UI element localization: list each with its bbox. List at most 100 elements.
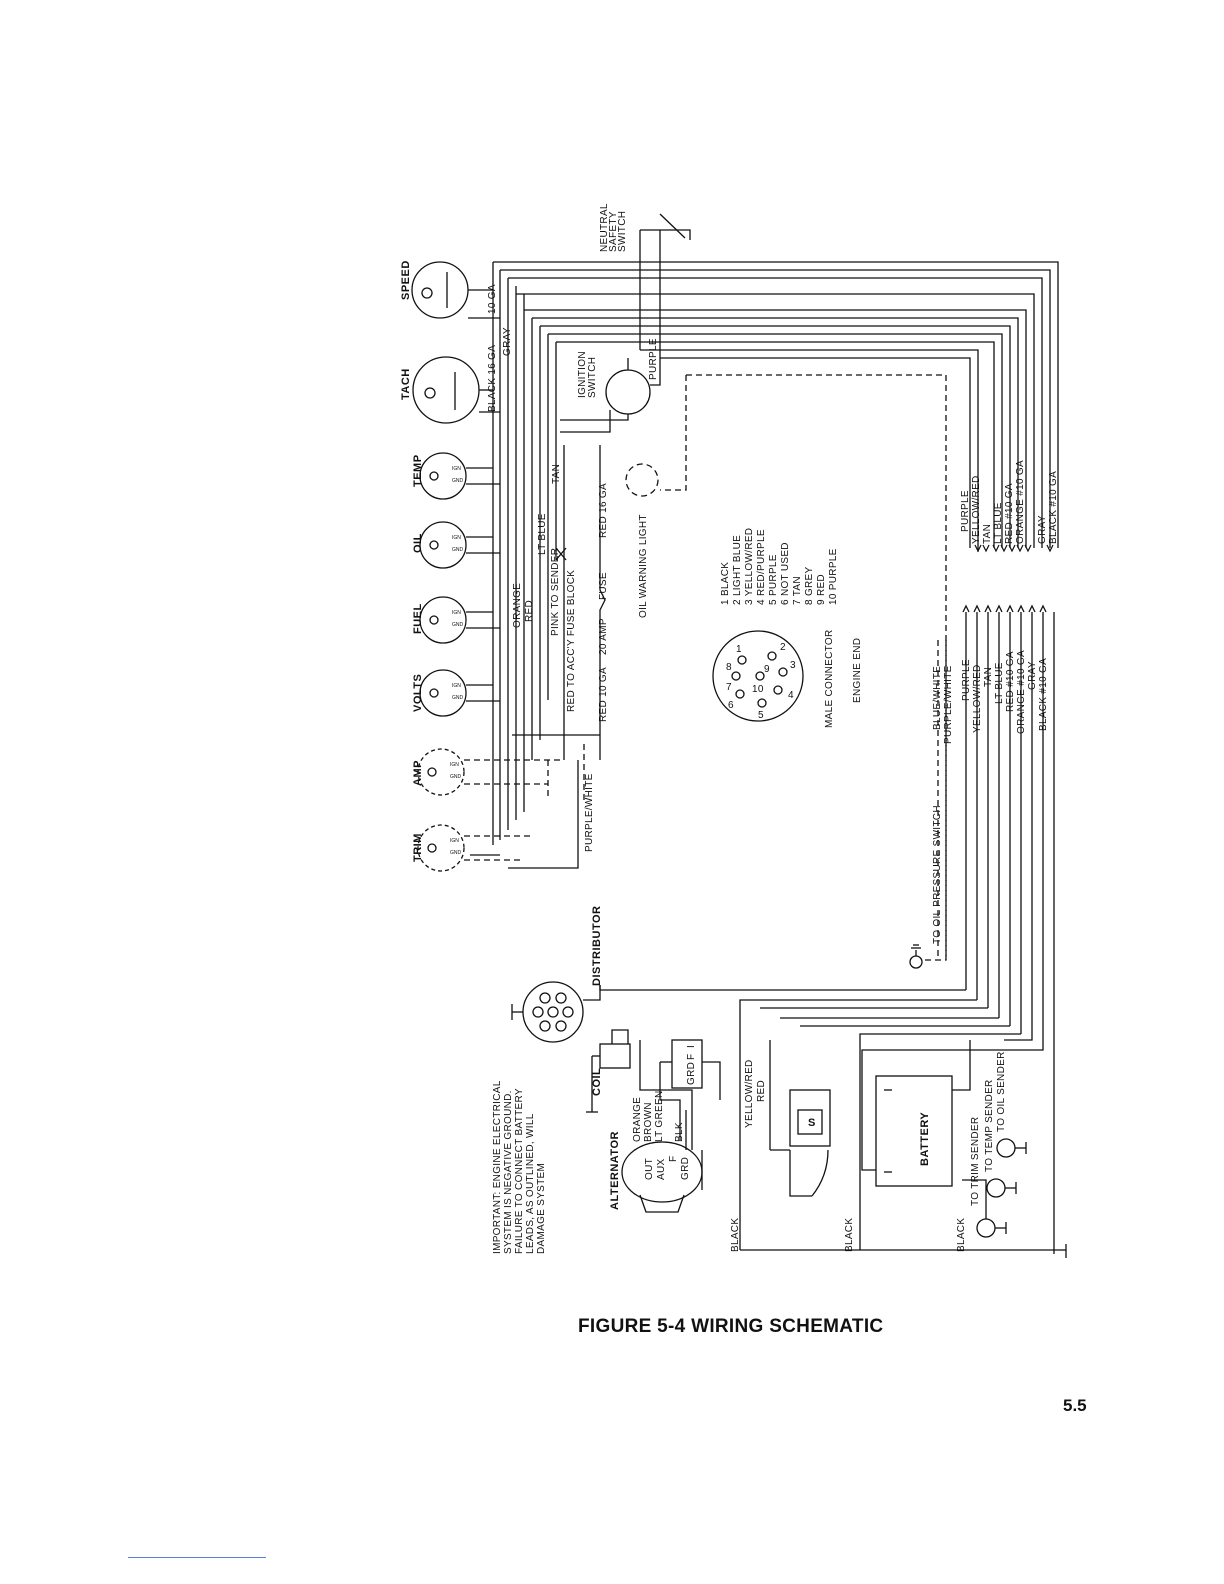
pin-legend-7: 7 TAN xyxy=(792,576,803,605)
to-oil-pressure-label: TO OIL PRESSURE SWITCH xyxy=(932,805,943,944)
temp-label: TEMP xyxy=(412,454,424,487)
fuel-gauge xyxy=(419,596,467,644)
wire-label-red-10: RED 10 GA xyxy=(598,667,609,722)
distributor-label: DISTRIBUTOR xyxy=(591,906,603,986)
alt-wire-orange: ORANGE xyxy=(632,1097,643,1142)
alt-wire-blk: BLK xyxy=(674,1122,685,1142)
trim-gauge xyxy=(417,824,465,872)
coil-label: COIL xyxy=(591,1068,603,1096)
svg-text:IGN: IGN xyxy=(452,535,461,541)
to-trim-sender-label: TO TRIM SENDER xyxy=(970,1117,981,1206)
connector-pin-9: 9 xyxy=(764,664,770,675)
harness-lower-0: BLUE/WHITE xyxy=(932,666,943,730)
neutral-safety-switch-label: NEUTRALSAFETYSWITCH xyxy=(599,203,628,252)
harness-lower-7: ORANGE #10 GA xyxy=(1016,650,1027,734)
pin-legend-2: 2 LIGHT BLUE xyxy=(732,535,743,605)
connector-title: MALE CONNECTOR xyxy=(824,630,835,728)
oil-pressure-switch xyxy=(909,944,923,969)
harness-upper xyxy=(974,544,1054,553)
speed-label: SPEED xyxy=(400,260,412,300)
figure-caption: FIGURE 5-4 WIRING SCHEMATIC xyxy=(578,1316,884,1337)
harness-upper-5: ORANGE #10 GA xyxy=(1015,460,1026,544)
harness-lower-4: TAN xyxy=(983,667,994,687)
connector-pin-5: 5 xyxy=(758,710,764,721)
svg-text:IGN: IGN xyxy=(452,610,461,616)
regulator-f-label: F xyxy=(686,1054,697,1060)
oil-label: OIL xyxy=(412,533,424,553)
svg-text:GND: GND xyxy=(452,547,464,553)
twenty-amp-label: 20 AMP xyxy=(598,618,609,655)
harness-upper-6: GRAY xyxy=(1037,515,1048,544)
pin-legend-4: 4 RED/PURPLE xyxy=(756,529,767,605)
harness-upper-0: PURPLE xyxy=(960,490,971,532)
connector-pin-6: 6 xyxy=(728,700,734,711)
connector-pin-2: 2 xyxy=(780,642,786,653)
wire-label-red: RED xyxy=(524,600,535,622)
harness-upper-7: BLACK #10 GA xyxy=(1048,471,1059,544)
svg-text:IGN: IGN xyxy=(452,683,461,689)
gauge-row xyxy=(411,261,480,872)
connector-pin-legend: 1 BLACK 2 LIGHT BLUE 3 YELLOW/RED 4 RED/… xyxy=(720,528,839,605)
engine-section xyxy=(511,981,1067,1258)
starter-solenoid-label: S xyxy=(808,1117,816,1129)
wire-label-red-16: RED 16 GA xyxy=(598,483,609,538)
connector-pin-3: 3 xyxy=(790,660,796,671)
important-note: IMPORTANT: ENGINE ELECTRICAL SYSTEM IS N… xyxy=(492,1080,547,1254)
tach-label: TACH xyxy=(400,368,412,400)
alt-terminal-f: F xyxy=(668,1156,679,1162)
amp-label: AMP xyxy=(412,760,424,786)
wire-label-orange: ORANGE xyxy=(512,583,523,628)
temp-gauge xyxy=(419,452,467,500)
alt-wire-lt-green: LT GREEN xyxy=(654,1091,665,1143)
harness-lower-9: BLACK #10 GA xyxy=(1038,658,1049,731)
pin-legend-6: 6 NOT USED xyxy=(780,542,791,605)
wire-label-purple-white: PURPLE/WHITE xyxy=(584,773,595,852)
volts-gauge xyxy=(419,669,467,717)
engine-wire-yellow-red: YELLOW/RED xyxy=(744,1059,755,1128)
important-note-line-1: IMPORTANT: ENGINE ELECTRICAL xyxy=(492,1080,503,1254)
important-note-line-2: SYSTEM IS NEGATIVE GROUND. xyxy=(503,1090,514,1254)
oil-pressure-switch-wire xyxy=(937,640,947,960)
harness-upper-3: LT BLUE xyxy=(993,502,1004,544)
fuel-label: FUEL xyxy=(412,603,424,634)
battery-label: BATTERY xyxy=(919,1112,931,1166)
svg-text:GND: GND xyxy=(452,622,464,628)
to-oil-sender-label: TO OIL SENDER xyxy=(996,1051,1007,1132)
alt-wire-brown: BROWN xyxy=(643,1102,654,1142)
svg-text:IGN: IGN xyxy=(450,838,459,844)
connector-pin-8: 8 xyxy=(726,662,732,673)
harness-upper-1: YELLOW/RED xyxy=(971,475,982,544)
connector-pin-7: 7 xyxy=(726,682,732,693)
gauge-wiring xyxy=(466,213,1059,869)
page-number: 5.5 xyxy=(1063,1396,1087,1415)
ignition-switch-label: IGNITIONSWITCH xyxy=(577,351,598,398)
alt-terminal-aux: AUX xyxy=(656,1159,667,1180)
volts-label: VOLTS xyxy=(412,674,424,712)
connector-pin-1: 1 xyxy=(736,644,742,655)
svg-text:IGN: IGN xyxy=(452,466,461,472)
tach-gauge xyxy=(412,356,480,424)
dashed-wiring xyxy=(464,374,947,961)
svg-text:IGN: IGN xyxy=(450,762,459,768)
connector-pin-10: 10 xyxy=(752,684,764,695)
important-note-line-4: LEADS, AS OUTLINED, WILL xyxy=(525,1113,536,1254)
engine-wire-red: RED xyxy=(756,1080,767,1102)
svg-text:GND: GND xyxy=(452,695,464,701)
wire-label-purple: PURPLE xyxy=(648,338,659,380)
harness-lower-2: PURPLE xyxy=(961,659,972,701)
pin-legend-1: 1 BLACK xyxy=(720,562,731,605)
footer-rule xyxy=(128,1557,266,1558)
connector-subtitle: ENGINE END xyxy=(852,638,863,703)
pin-legend-10: 10 PURPLE xyxy=(828,548,839,605)
engine-wire-black-1: BLACK xyxy=(730,1218,741,1252)
wire-label-red-accy: RED TO ACC'Y FUSE BLOCK xyxy=(566,570,577,712)
pin-legend-3: 3 YELLOW/RED xyxy=(744,528,755,605)
svg-text:GND: GND xyxy=(450,774,462,780)
harness-lower-6: RED #10 GA xyxy=(1005,651,1016,712)
engine-wire-black-3: BLACK xyxy=(956,1218,967,1252)
trim-label: TRIM xyxy=(412,833,424,862)
svg-text:GND: GND xyxy=(450,850,462,856)
alt-terminal-out: OUT xyxy=(644,1158,655,1180)
wire-label-lt-blue: LT BLUE xyxy=(537,513,548,555)
